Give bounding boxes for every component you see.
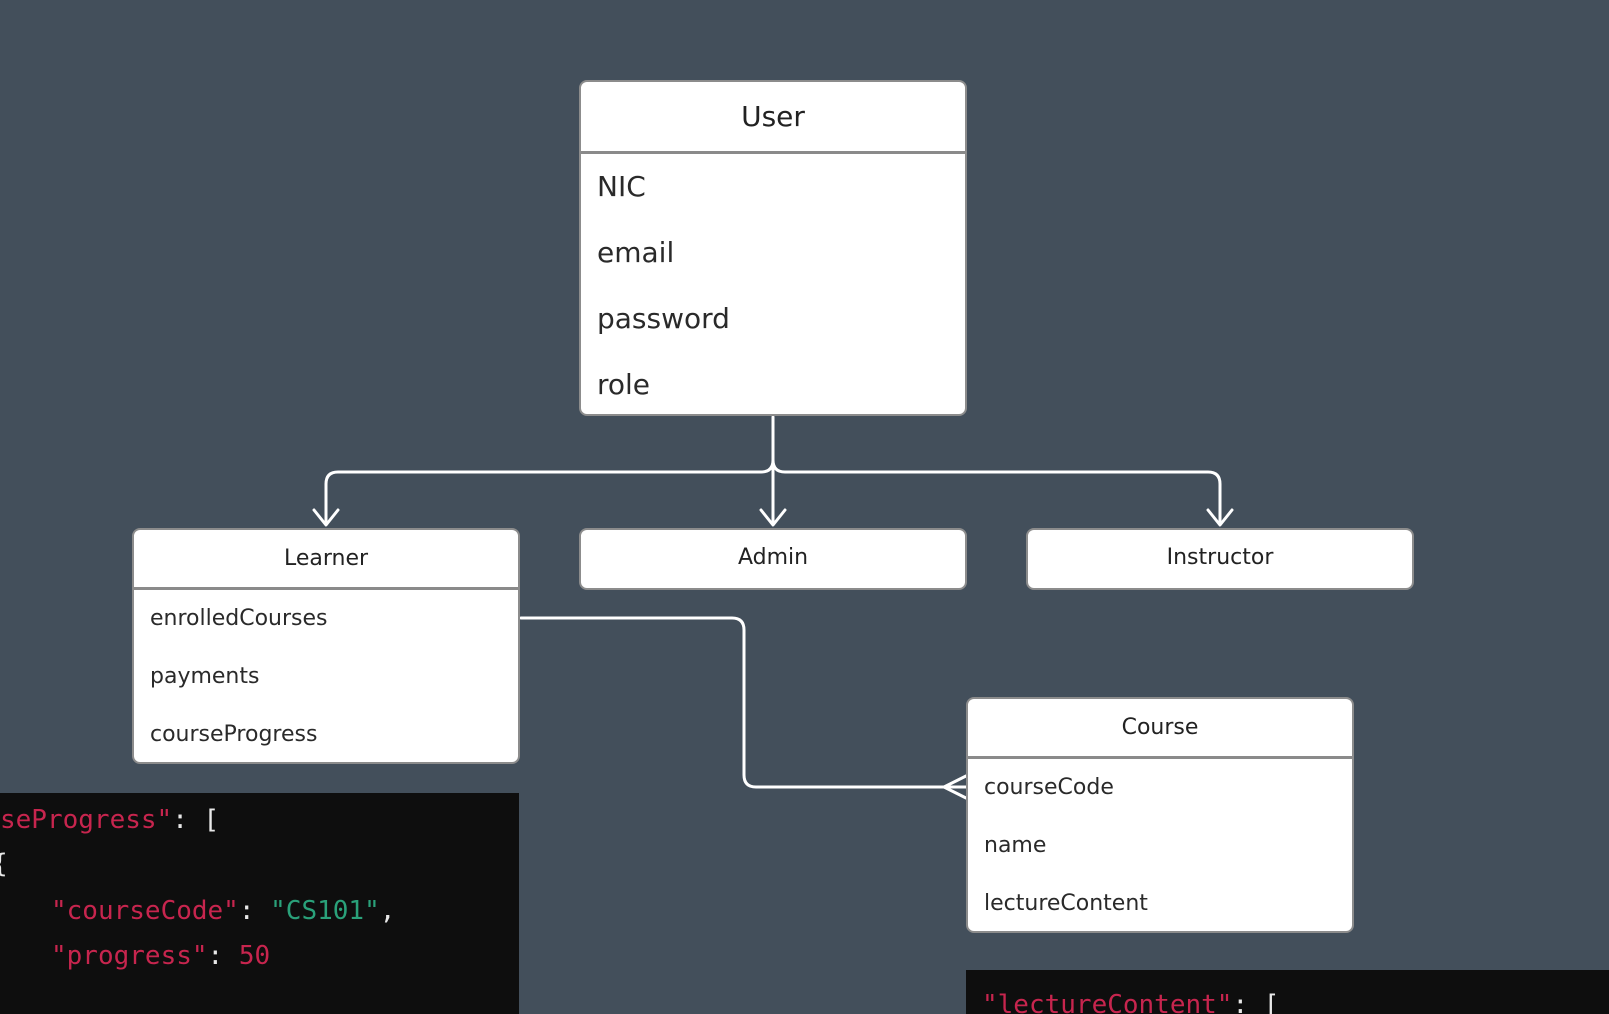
user-field-password: password: [597, 302, 730, 335]
entity-user[interactable]: User NIC email password role: [579, 80, 967, 416]
learner-field-course-progress: courseProgress: [150, 722, 318, 747]
course-field-lecture-content: lectureContent: [984, 891, 1148, 916]
code-panel-course-progress: seProgress": [ { "courseCode": "CS101", …: [0, 793, 519, 1014]
connector-user-instructor: [771, 458, 1222, 525]
code-number: 50: [238, 941, 271, 971]
learner-field-enrolled-courses: enrolledCourses: [150, 606, 328, 631]
code-line-1: seProgress": [: [0, 805, 219, 835]
code-line-4: "progress": 50: [51, 941, 270, 971]
entity-admin[interactable]: Admin: [579, 528, 967, 590]
course-field-course-code: courseCode: [984, 775, 1114, 800]
entity-admin-title: Admin: [737, 545, 809, 570]
entity-course[interactable]: Course courseCode name lectureContent: [966, 697, 1354, 933]
entity-learner[interactable]: Learner enrolledCourses payments courseP…: [132, 528, 520, 764]
entity-course-title: Course: [968, 699, 1352, 759]
crowsfoot-course: [942, 774, 968, 800]
arrowhead-learner: [312, 508, 340, 527]
code-key: "lectureContent": [982, 990, 1233, 1014]
user-field-role: role: [597, 368, 651, 401]
learner-field-payments: payments: [150, 664, 260, 689]
entity-learner-title: Learner: [134, 530, 518, 590]
connector-user-learner: [324, 458, 775, 525]
arrowhead-instructor: [1206, 508, 1234, 527]
entity-user-title: User: [581, 82, 965, 154]
code-punct: :: [238, 896, 271, 926]
entity-instructor-title: Instructor: [1166, 545, 1274, 570]
code-punct: :: [207, 941, 239, 971]
entity-instructor[interactable]: Instructor: [1026, 528, 1414, 590]
connector-learner-course: [519, 616, 968, 789]
code-line-2: {: [0, 849, 8, 879]
arrowhead-admin: [759, 508, 787, 527]
code-string: "CS101": [270, 896, 380, 926]
code-key: "courseCode": [51, 896, 239, 926]
code-line-1: "lectureContent": [: [982, 990, 1279, 1014]
code-punct: : [: [1232, 990, 1280, 1014]
code-panel-lecture-content: "lectureContent": [: [966, 970, 1609, 1014]
code-punct: : [: [172, 805, 220, 835]
code-punct: ,: [379, 896, 396, 926]
course-field-name: name: [984, 833, 1047, 858]
user-field-nic: NIC: [597, 170, 646, 203]
code-key: seProgress": [0, 805, 173, 835]
code-key: "progress": [51, 941, 208, 971]
code-line-3: "courseCode": "CS101",: [51, 896, 395, 926]
user-field-email: email: [597, 236, 675, 269]
